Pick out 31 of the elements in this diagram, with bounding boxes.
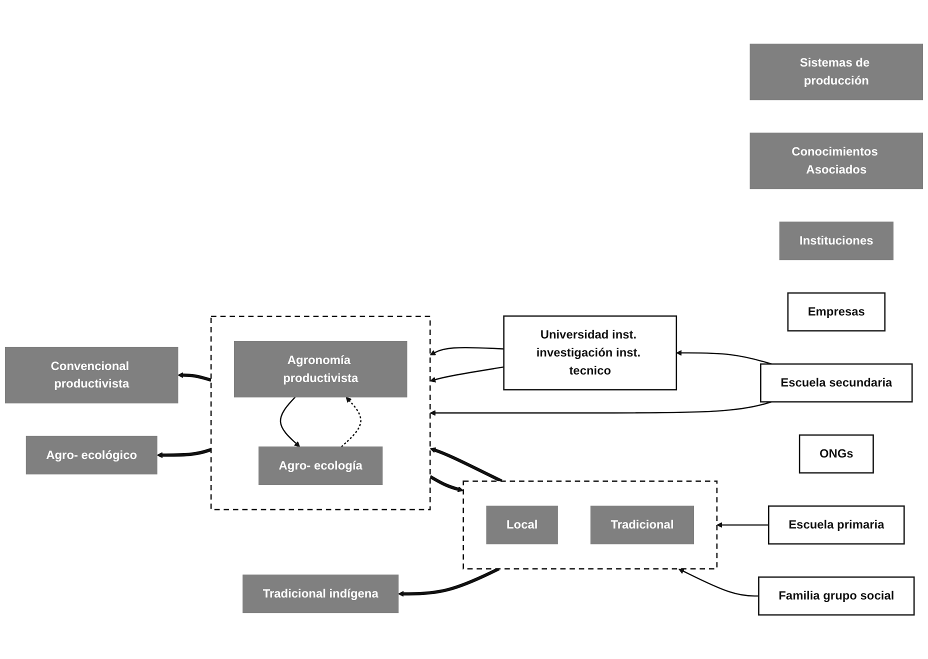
- node-box: Tradicional: [590, 506, 694, 544]
- node-box: Familia grupo social: [758, 576, 915, 616]
- arrow: [430, 401, 772, 416]
- arrow: [676, 350, 772, 365]
- cluster: [210, 316, 431, 510]
- arrow: [178, 372, 212, 382]
- node-box: Empresas: [787, 292, 886, 332]
- node-box: Universidad inst. investigación inst. tecnico: [503, 315, 678, 390]
- arrow: [156, 448, 212, 458]
- node-box: Agronomía productivista: [234, 340, 408, 398]
- node-box: Convencional productivista: [4, 346, 178, 404]
- node-box: Local: [486, 506, 558, 544]
- arrow: [430, 447, 502, 483]
- arrow: [429, 475, 464, 492]
- node-box: ONGs: [798, 434, 874, 474]
- arrow: [340, 396, 362, 448]
- node-box: Conocimientos Asociados: [750, 132, 924, 190]
- arrow: [430, 366, 504, 382]
- arrow: [678, 568, 759, 597]
- node-box: Instituciones: [779, 222, 894, 260]
- node-box: Escuela primaria: [768, 505, 905, 545]
- arrow: [716, 522, 769, 528]
- node-box: Agro- ecología: [258, 446, 383, 485]
- cluster: [462, 480, 718, 570]
- node-box: Escuela secundaria: [760, 363, 913, 403]
- arrow: [398, 567, 500, 597]
- arrow: [430, 346, 504, 356]
- node-box: Agro- ecológico: [26, 436, 158, 474]
- node-box: Tradicional indígena: [242, 574, 399, 614]
- arrow: [280, 396, 300, 448]
- node-box: Sistemas de producción: [750, 44, 924, 100]
